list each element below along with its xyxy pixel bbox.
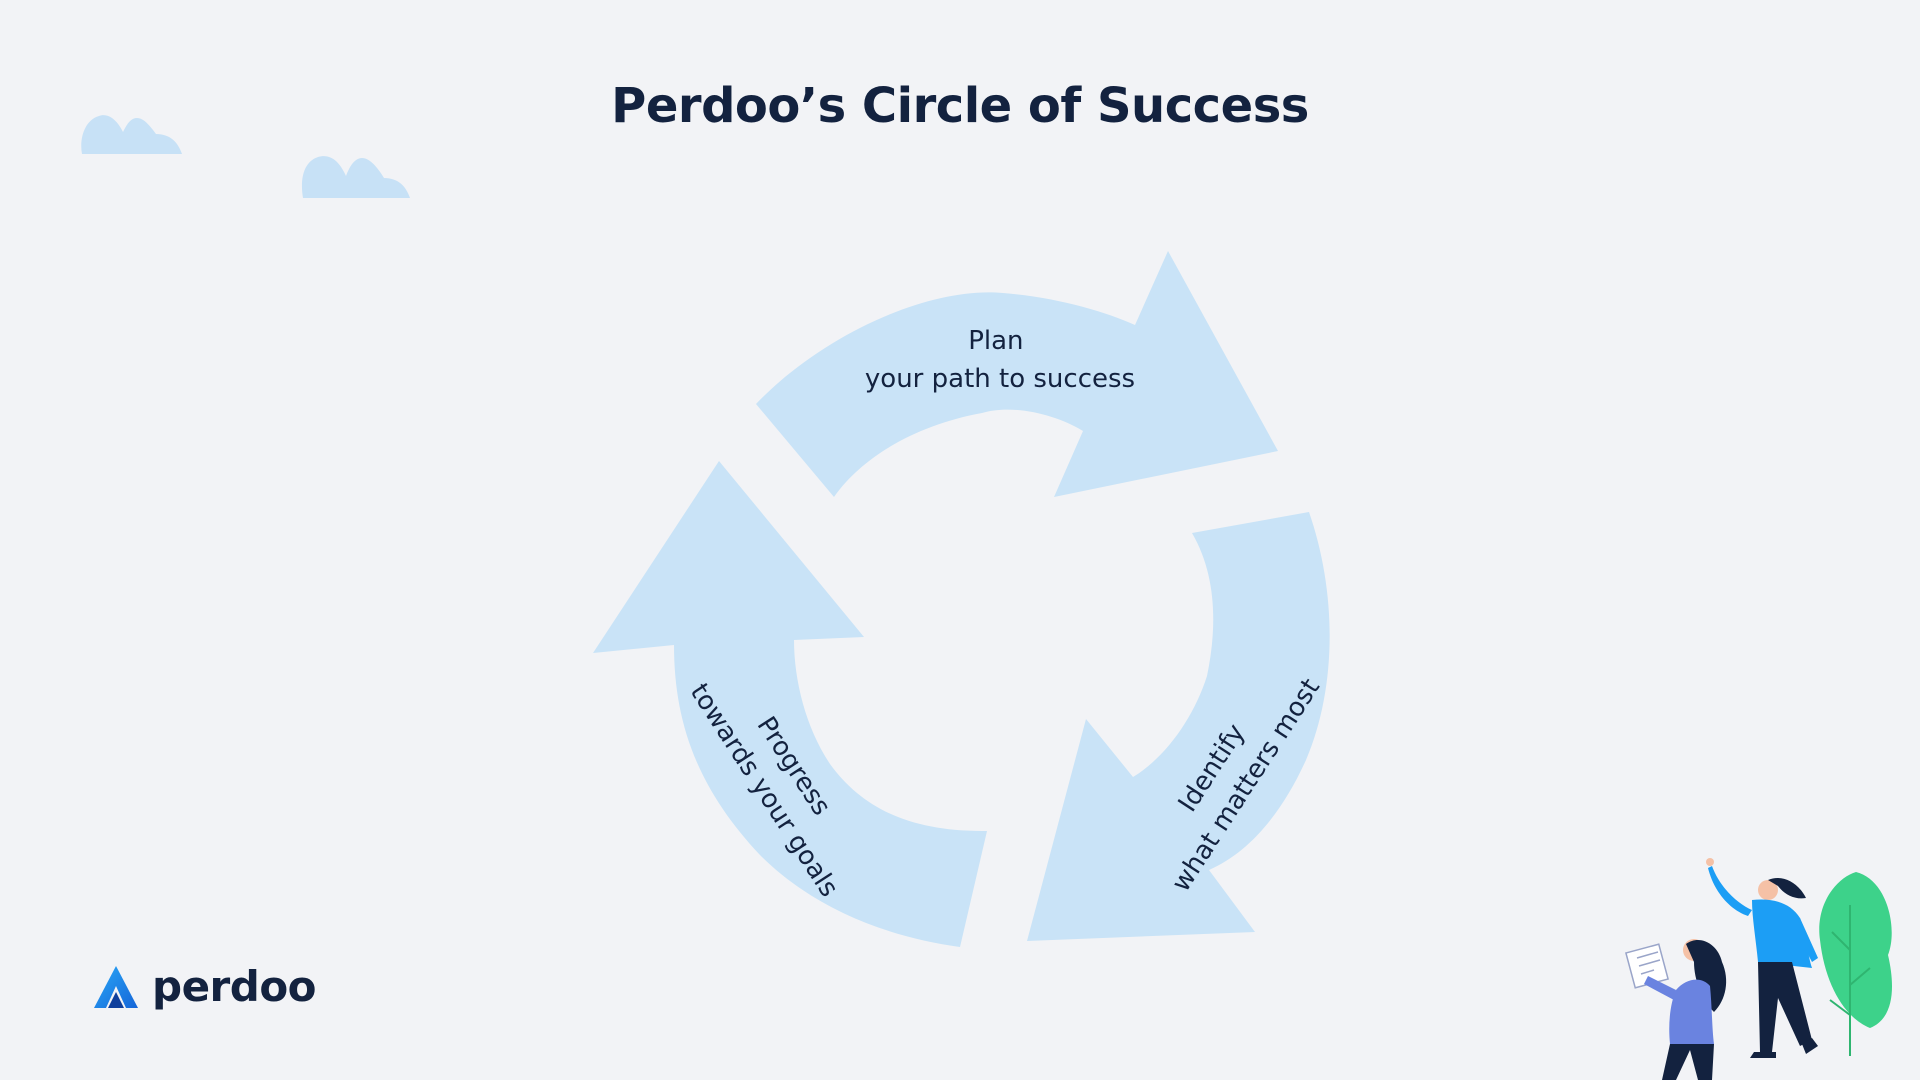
plan-label-line2: your path to success [865, 364, 1135, 394]
cloud-right-icon [301, 156, 410, 198]
person-pointing-icon [1706, 858, 1818, 1058]
perdoo-logo-icon [94, 965, 138, 1008]
identify-arrow [1027, 512, 1330, 941]
plant-icon [1819, 872, 1893, 1056]
plan-label-line1: Plan [968, 326, 1023, 356]
plan-label: Plan your path to success [865, 326, 1135, 394]
brand-name: perdoo [152, 962, 317, 1011]
page-title: Perdoo’s Circle of Success [611, 78, 1309, 134]
cycle-arrows [593, 251, 1330, 947]
progress-arrow [593, 461, 987, 947]
plan-arrow [756, 251, 1278, 497]
people-illustration [1625, 858, 1893, 1080]
cloud-left-icon [81, 115, 182, 154]
person-with-map-icon [1625, 939, 1727, 1080]
brand: perdoo [92, 962, 317, 1011]
